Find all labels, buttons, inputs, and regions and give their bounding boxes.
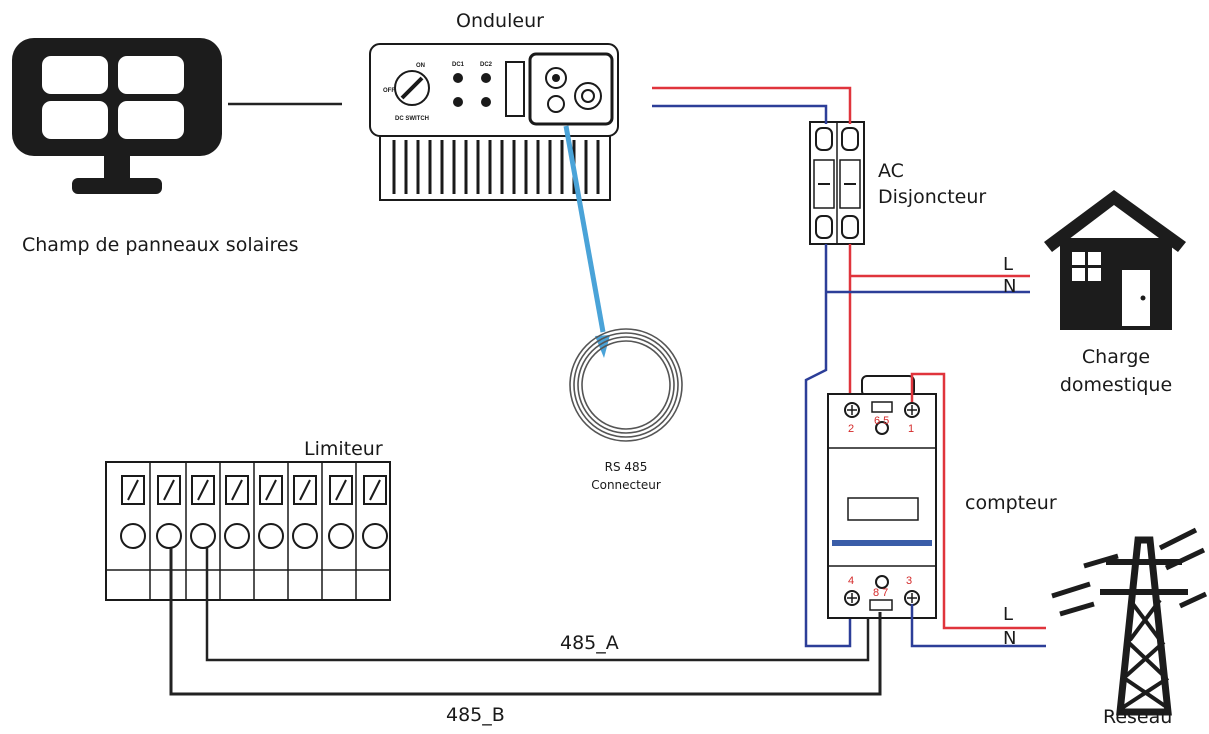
rs485-connector-label-line2: Connecteur: [591, 478, 661, 492]
rs485-cable-coil-icon: [569, 328, 683, 442]
inverter-dc1-label: DC1: [452, 62, 465, 68]
inverter-switch-off: OFF: [383, 88, 395, 94]
meter-terminal-3: 3: [906, 575, 912, 587]
house-l-label: L: [1003, 254, 1014, 275]
meter-terminal-1: 1: [908, 423, 914, 435]
inverter-label: Onduleur: [456, 10, 544, 32]
solar-panel-icon: [12, 38, 222, 194]
house-label-line2: domestique: [1059, 374, 1173, 396]
house-label-line1: Charge: [1081, 346, 1151, 368]
ac-breaker-label-line1: AC: [878, 160, 904, 182]
inverter-dc2-label: DC2: [480, 62, 493, 68]
ac-breaker-device: [809, 121, 865, 245]
meter-label: compteur: [965, 492, 1057, 514]
house-n-label: N: [1003, 276, 1017, 297]
ac-breaker-label-line2: Disjoncteur: [878, 186, 987, 208]
meter-terminal-8-7: 8 7: [873, 587, 888, 599]
inverter-switch-on: ON: [416, 63, 425, 69]
limiter-label: Limiteur: [304, 438, 383, 460]
house-icon: [1044, 190, 1186, 330]
power-tower-icon: [1051, 527, 1208, 716]
meter-live-to-grid-wire: [910, 372, 1046, 630]
rs485-arrow: [563, 125, 606, 333]
rs485-connector-label-line1: RS 485: [604, 460, 648, 474]
grid-n-label: N: [1003, 628, 1017, 649]
meter-terminal-4: 4: [848, 575, 854, 587]
breaker-neutral-down-wire: [804, 244, 852, 648]
grid-l-label: L: [1003, 604, 1014, 625]
meter-terminal-6-5: 6 5: [874, 415, 889, 427]
wire-485-b: [169, 548, 882, 696]
grid-label: Réseau: [1103, 706, 1173, 728]
inverter-dc-switch-label: DC SWITCH: [395, 116, 429, 122]
wire-485-b-label: 485_B: [446, 704, 505, 726]
energy-meter-device: [827, 375, 937, 619]
meter-terminal-2: 2: [848, 423, 854, 435]
wire-485-a: [205, 548, 870, 662]
inverter-live-wire: [652, 86, 852, 124]
solar-field-label: Champ de panneaux solaires: [22, 234, 299, 256]
wire-485-a-label: 485_A: [560, 632, 619, 654]
limiter-terminal-block: [105, 461, 391, 601]
inverter-device: [369, 43, 619, 201]
meter-neutral-to-grid-wire: [910, 604, 1046, 648]
inverter-neutral-wire: [652, 104, 828, 124]
